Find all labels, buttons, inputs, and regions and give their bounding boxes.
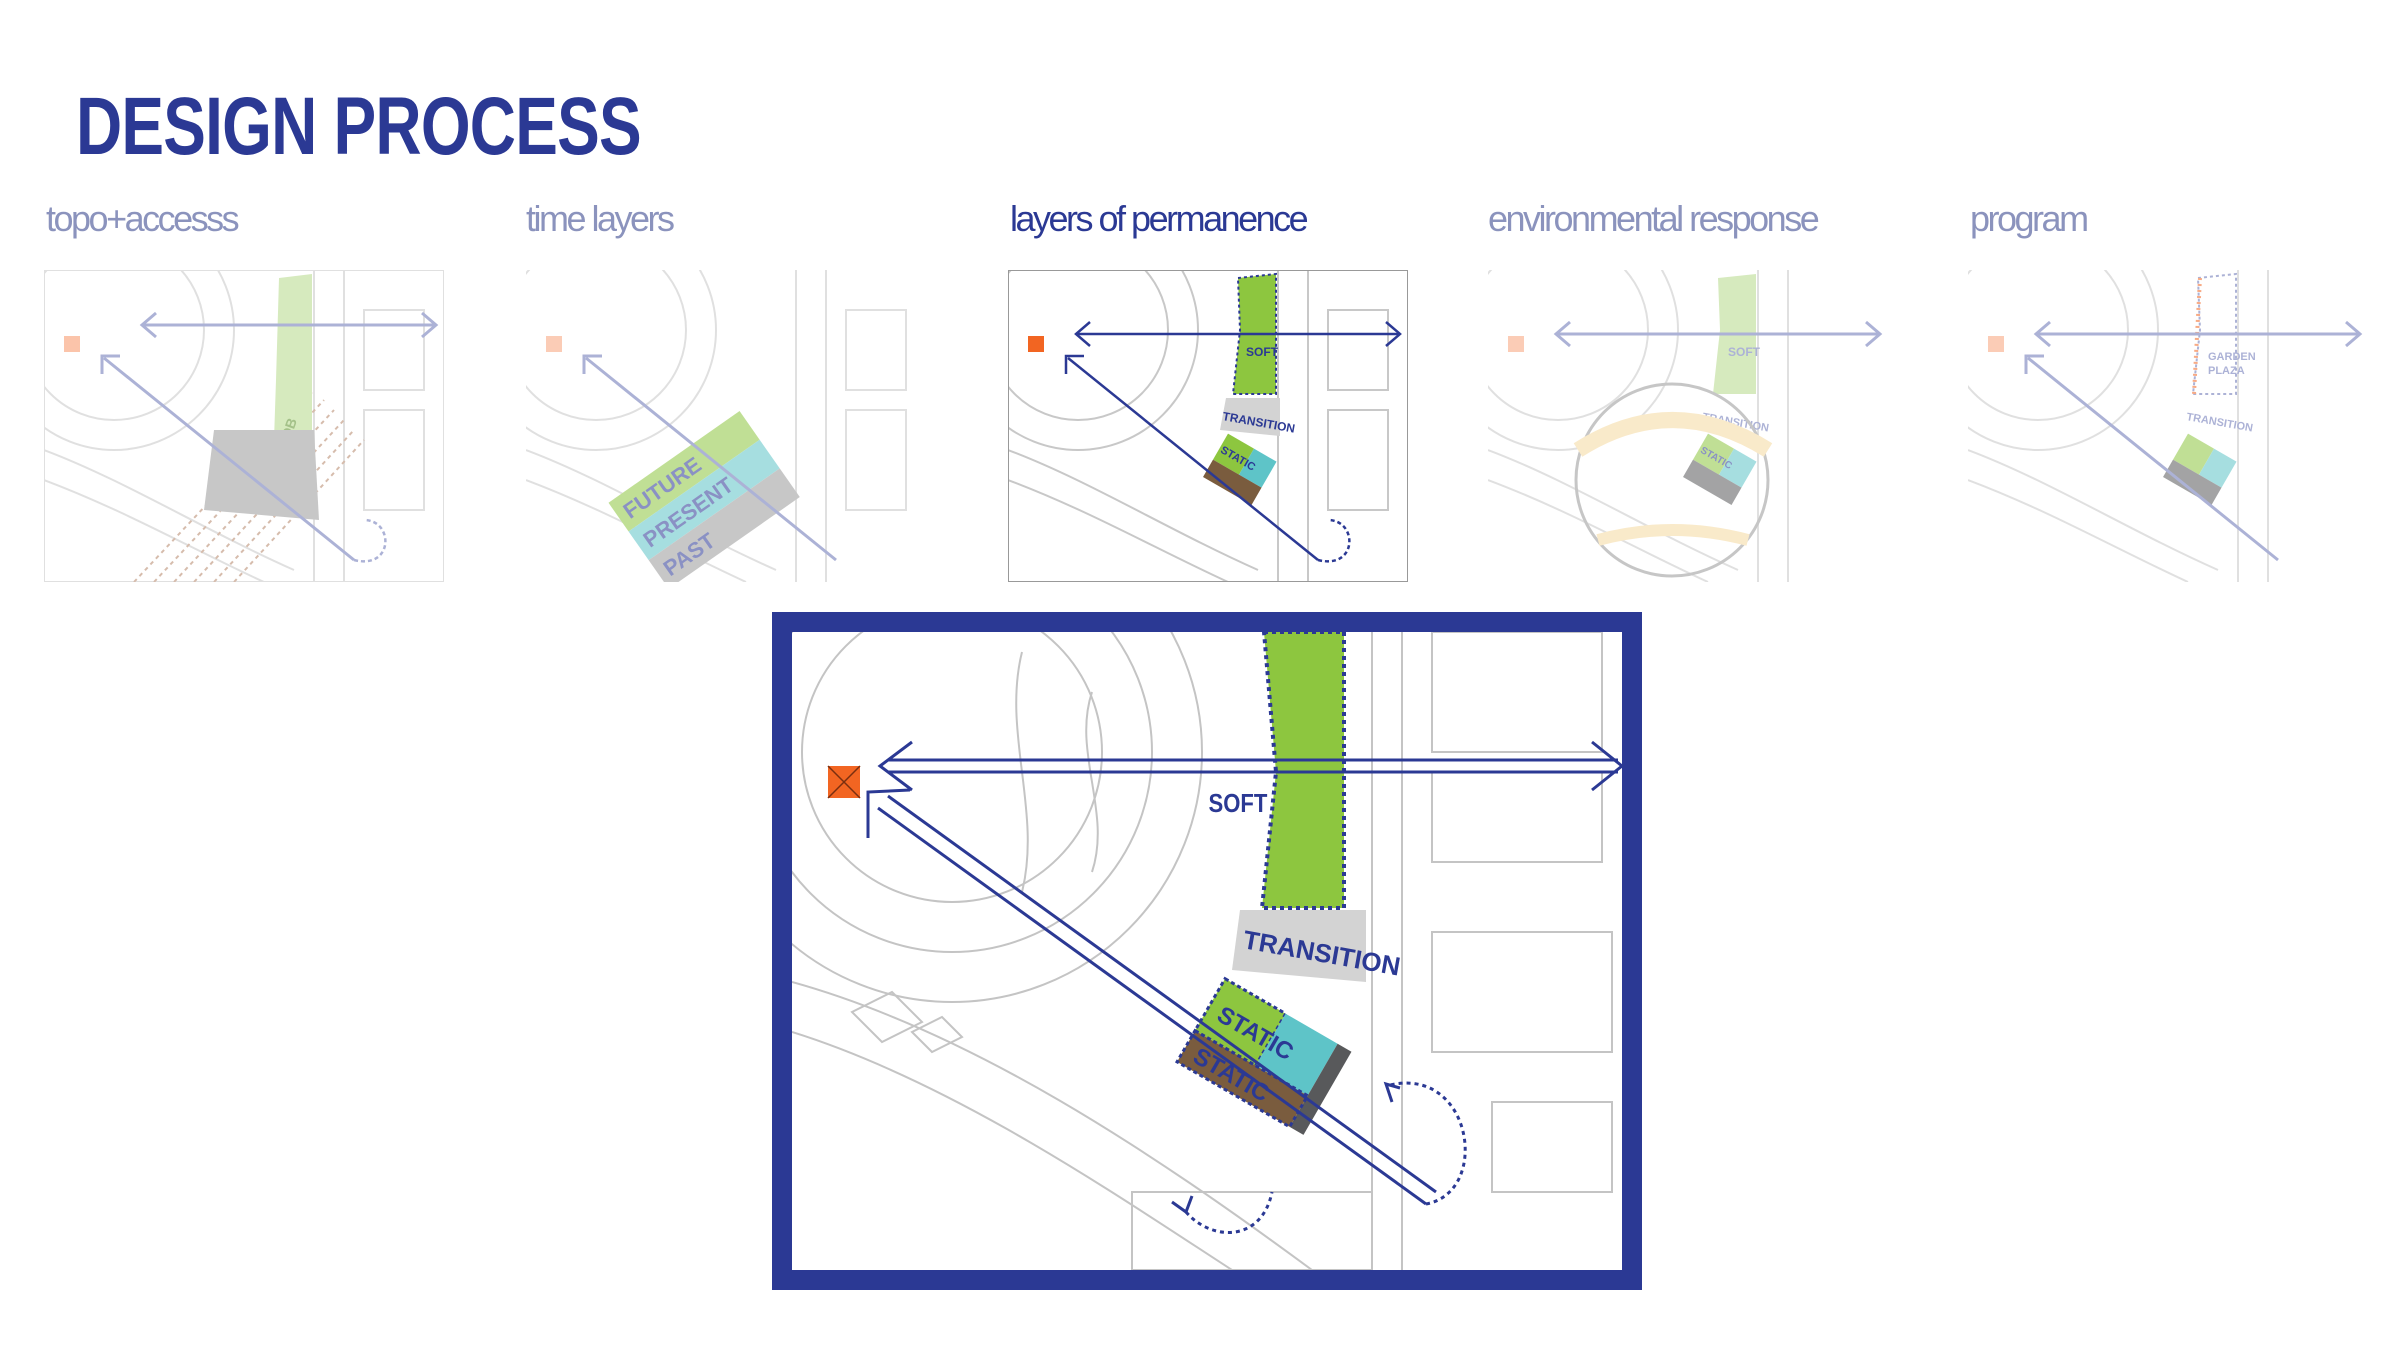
- curved-arrow-icon: [1385, 1081, 1467, 1206]
- sun-arc-1: [1573, 412, 1773, 457]
- double-arrow-icon: [139, 311, 439, 339]
- site-marker-icon: [1508, 336, 1524, 352]
- double-arrow-icon: [1553, 320, 1883, 348]
- double-arrow-icon: [877, 740, 1622, 792]
- grey-zone-shape: [204, 430, 319, 520]
- panel-program: GARDEN PLAZA TRANSITION: [1968, 270, 2368, 582]
- site-marker-icon: [64, 336, 80, 352]
- step-label-environmental-response: environmental response: [1488, 198, 1820, 239]
- soft-label: SOFT: [1246, 345, 1279, 359]
- step-label-topo-access: topo+accesss: [46, 198, 240, 239]
- diagonal-arrow-icon: [2024, 354, 2279, 562]
- future-band: [608, 411, 760, 532]
- diagonal-arrow-icon: [1064, 354, 1319, 561]
- present-band: [628, 439, 780, 561]
- double-arrow-icon: [2033, 320, 2363, 348]
- panel-layers-of-permanence: SOFT TRANSITION STATIC: [1008, 270, 1408, 582]
- site-marker-icon: [1028, 336, 1044, 352]
- site-linework: [792, 632, 1613, 1270]
- curved-arrow-icon: [1317, 518, 1351, 563]
- site-marker-icon: [546, 336, 562, 352]
- diagonal-arrow-icon: [866, 788, 1437, 1206]
- site-marker-icon: [827, 765, 861, 799]
- diagonal-arrow-icon: [100, 354, 355, 562]
- garden-label: GARDEN: [2208, 351, 2256, 363]
- step-label-layers-of-permanence: layers of permanence: [1010, 198, 1309, 239]
- double-arrow-icon: [1074, 321, 1402, 347]
- transition-zone-shape: [1220, 398, 1280, 436]
- soft-zone-shape: [274, 274, 312, 440]
- curved-arrow-2-icon: [1184, 1191, 1274, 1234]
- sun-path-circle: [1574, 382, 1770, 578]
- panel-topo-access: OB: [44, 270, 444, 582]
- page-title: DESIGN PROCESS: [76, 81, 642, 172]
- curved-arrow-head-icon: [1383, 1081, 1401, 1103]
- site-marker-icon: [1988, 336, 2004, 352]
- soft-label: SOFT: [1209, 789, 1268, 818]
- panel-time-layers: FUTURE PRESENT PAST: [526, 270, 926, 582]
- main-diagram-frame: SOFT TRANSITION STATIC STATIC: [772, 612, 1642, 1290]
- transition-zone-shape: [1232, 910, 1366, 982]
- soft-label: SOFT: [1728, 345, 1761, 359]
- diagonal-arrow-icon: [582, 354, 837, 562]
- curved-arrow-icon: [353, 518, 387, 563]
- step-label-time-layers: time layers: [526, 198, 675, 239]
- step-label-program: program: [1970, 198, 2089, 239]
- panel-environmental-response: SOFT TRANSITION STATIC: [1488, 270, 1888, 582]
- plaza-label: PLAZA: [2208, 365, 2245, 377]
- curved-arrow-head-icon-2: [1171, 1195, 1194, 1215]
- transition-label: TRANSITION: [2185, 411, 2253, 434]
- sun-arc-2: [1596, 524, 1750, 546]
- soft-zone-shape: [1259, 632, 1346, 910]
